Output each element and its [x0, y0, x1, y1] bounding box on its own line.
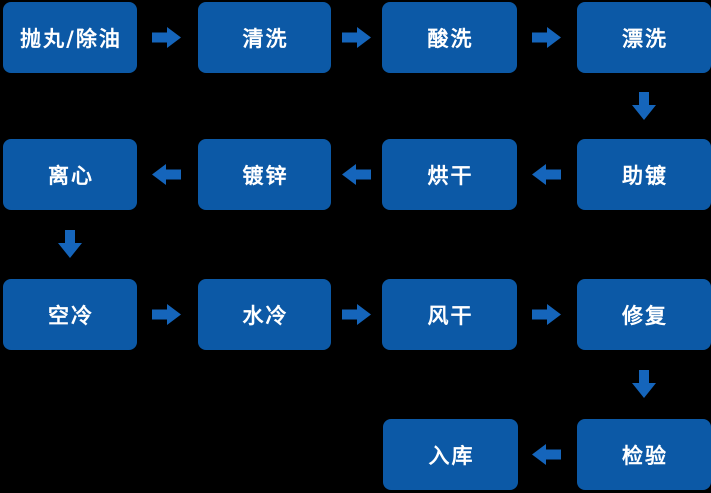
process-step-air-cooling: 空冷 [3, 279, 137, 350]
arrow-right-icon [532, 304, 561, 325]
process-step-shot-blast-degrease: 抛丸/除油 [3, 2, 137, 73]
arrow-down-icon [632, 92, 656, 120]
arrow-left-icon [532, 164, 561, 185]
process-step-inspection: 检验 [577, 419, 711, 490]
arrow-right-icon [152, 27, 181, 48]
arrow-down-icon [632, 370, 656, 398]
process-step-galvanizing: 镀锌 [198, 139, 331, 210]
arrow-left-icon [342, 164, 371, 185]
process-step-drying: 烘干 [382, 139, 517, 210]
process-step-rinsing: 漂洗 [577, 2, 711, 73]
process-step-air-drying: 风干 [382, 279, 517, 350]
process-step-pickling: 酸洗 [382, 2, 517, 73]
process-step-repair: 修复 [577, 279, 711, 350]
arrow-left-icon [152, 164, 181, 185]
arrow-right-icon [532, 27, 561, 48]
process-step-centrifuging: 离心 [3, 139, 137, 210]
arrow-right-icon [342, 304, 371, 325]
arrow-right-icon [152, 304, 181, 325]
arrow-down-icon [58, 230, 82, 258]
process-step-water-cooling: 水冷 [198, 279, 331, 350]
arrow-right-icon [342, 27, 371, 48]
process-step-fluxing: 助镀 [577, 139, 711, 210]
process-step-cleaning: 清洗 [198, 2, 331, 73]
process-step-storage: 入库 [383, 419, 518, 490]
arrow-left-icon [532, 444, 561, 465]
